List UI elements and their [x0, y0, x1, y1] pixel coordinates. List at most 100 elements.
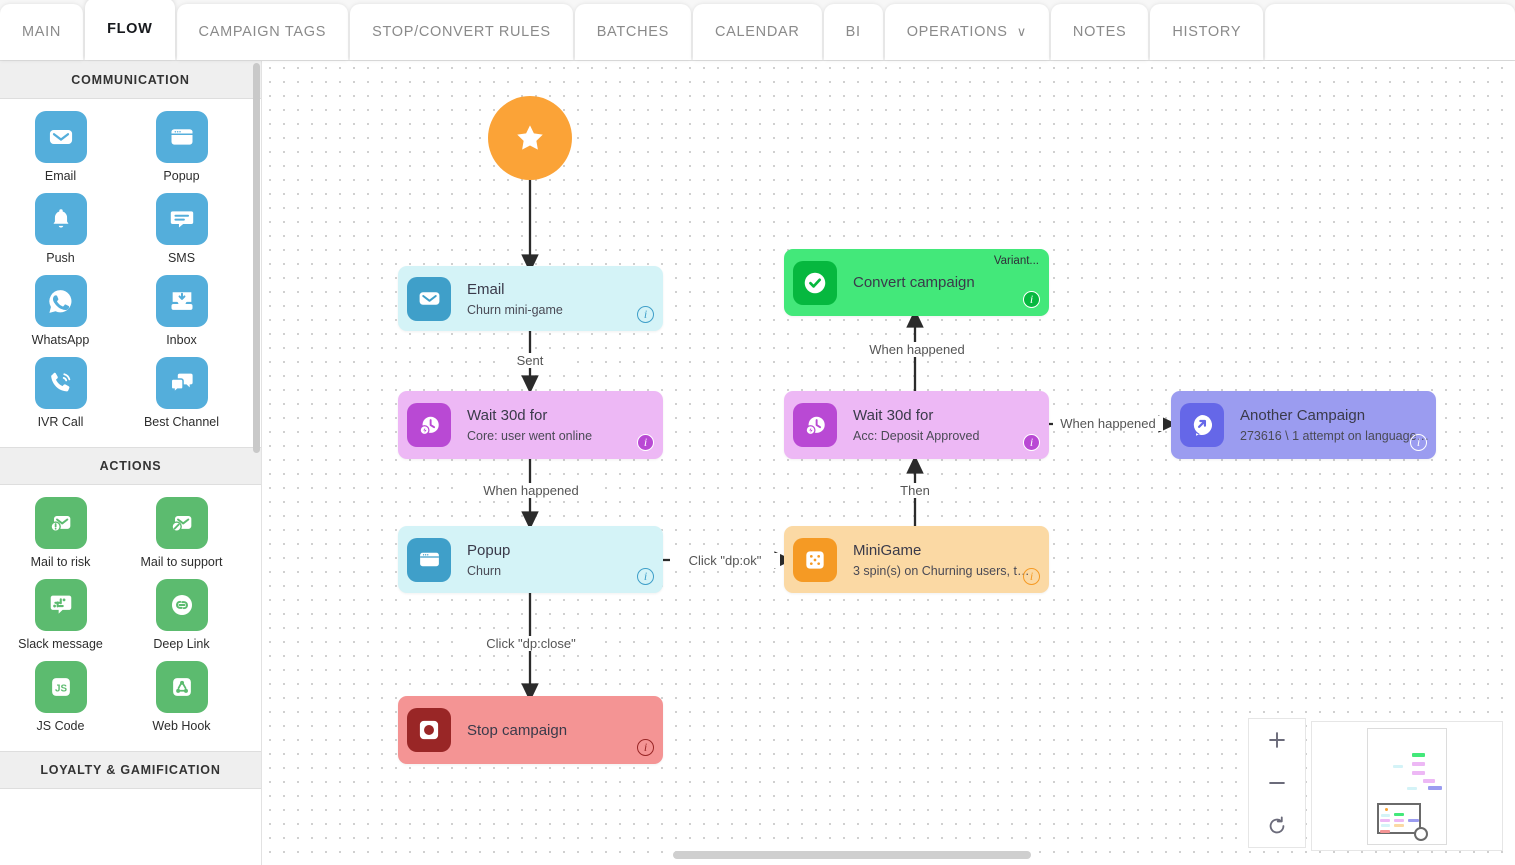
minimap-node: [1408, 818, 1419, 822]
edge-label-click-dp-close: Click "dp:close": [461, 636, 601, 651]
tab-label: HISTORY: [1172, 24, 1242, 40]
js-code-icon: JS: [34, 661, 87, 713]
sidebar-item-label: SMS: [167, 251, 196, 265]
flow-node-stop-campaign[interactable]: Stop campaign i: [398, 696, 663, 764]
tab-operations[interactable]: OPERATIONS ∨: [884, 4, 1049, 60]
bell-icon: [34, 193, 87, 245]
sidebar-item-label: Slack message: [18, 637, 103, 651]
sidebar-item-popup[interactable]: Popup: [121, 111, 242, 183]
minimap-node: [1412, 770, 1425, 775]
tab-label: BATCHES: [596, 24, 669, 40]
sidebar-item-label: Best Channel: [143, 415, 220, 429]
tab-label: CAMPAIGN TAGS: [198, 24, 327, 40]
info-icon[interactable]: i: [1023, 291, 1040, 308]
info-icon[interactable]: i: [1410, 434, 1427, 451]
flow-node-text: Stop campaign: [467, 722, 663, 739]
sidebar-section-actions-header: ACTIONS: [0, 447, 261, 485]
minimap[interactable]: [1311, 721, 1503, 851]
minimap-node: [1381, 823, 1390, 827]
sidebar-item-js-code[interactable]: JS JS Code: [0, 661, 121, 733]
sidebar-item-label: Mail to support: [140, 555, 223, 569]
flow-node-subtitle: 3 spin(s) on Churning users, t…: [853, 563, 1030, 578]
sidebar-item-label: WhatsApp: [31, 333, 90, 347]
minimap-viewport[interactable]: [1377, 802, 1421, 834]
tab-calendar[interactable]: CALENDAR: [693, 4, 822, 60]
flow-canvas[interactable]: Email Churn mini-game i Wait 30d for Cor…: [263, 61, 1515, 865]
sidebar-item-deep-link[interactable]: Deep Link: [121, 579, 242, 651]
sidebar-section-loyalty-header: LOYALTY & GAMIFICATION: [0, 751, 261, 789]
tab-main[interactable]: MAIN: [0, 4, 84, 60]
info-icon[interactable]: i: [1023, 434, 1040, 451]
tab-history[interactable]: HISTORY: [1150, 4, 1264, 60]
minimap-node: [1412, 761, 1425, 766]
clock-bolt-icon: [407, 403, 451, 447]
mail-support-icon: [155, 497, 208, 549]
tab-label: MAIN: [22, 24, 62, 40]
tab-label: FLOW: [107, 21, 153, 37]
sidebar-item-push[interactable]: Push: [0, 193, 121, 265]
sidebar-scrollbar-thumb[interactable]: [253, 63, 260, 453]
edge-label-then: Then: [885, 483, 945, 498]
sidebar-item-label: Push: [46, 251, 75, 265]
flow-node-title: Another Campaign: [1240, 407, 1366, 424]
reset-view-button[interactable]: [1249, 804, 1305, 847]
info-icon[interactable]: i: [637, 306, 654, 323]
sidebar-section-communication-grid: Email Popup Push SMS WhatsApp: [0, 99, 261, 447]
sidebar-item-mail-to-support[interactable]: Mail to support: [121, 497, 242, 569]
flow-node-title: MiniGame: [853, 541, 922, 559]
check-circle-icon: [793, 260, 837, 305]
sidebar-item-best-channel[interactable]: Best Channel: [121, 357, 242, 429]
flow-node-text: MiniGame 3 spin(s) on Churning users, t…: [853, 542, 1049, 578]
flow-node-email[interactable]: Email Churn mini-game i: [398, 266, 663, 331]
info-icon[interactable]: i: [1023, 568, 1040, 585]
sidebar-item-web-hook[interactable]: Web Hook: [121, 661, 242, 733]
sidebar-item-email[interactable]: Email: [0, 111, 121, 183]
sidebar-item-slack-message[interactable]: Slack message: [0, 579, 121, 651]
canvas-horizontal-scrollbar[interactable]: [673, 851, 1031, 859]
zoom-controls: [1248, 718, 1306, 848]
flow-node-wait-deposit[interactable]: Wait 30d for Acc: Deposit Approved i: [784, 391, 1049, 459]
stop-circle-icon: [407, 708, 451, 752]
chevron-down-icon: ∨: [1016, 24, 1027, 39]
tab-batches[interactable]: BATCHES: [574, 4, 691, 60]
minimap-resize-handle[interactable]: [1414, 826, 1428, 841]
flow-node-minigame[interactable]: MiniGame 3 spin(s) on Churning users, t……: [784, 526, 1049, 593]
tab-bi[interactable]: BI: [823, 4, 883, 60]
sidebar-item-inbox[interactable]: Inbox: [121, 275, 242, 347]
flow-node-title: Email: [467, 280, 505, 298]
tab-notes[interactable]: NOTES: [1050, 4, 1149, 60]
zoom-out-button[interactable]: [1249, 762, 1305, 805]
sidebar-item-sms[interactable]: SMS: [121, 193, 242, 265]
tab-label: NOTES: [1072, 24, 1127, 40]
flow-node-subtitle: Acc: Deposit Approved: [853, 429, 980, 443]
sidebar-item-whatsapp[interactable]: WhatsApp: [0, 275, 121, 347]
tab-campaign-tags[interactable]: CAMPAIGN TAGS: [176, 4, 349, 60]
phone-call-icon: [34, 357, 87, 409]
sidebar-item-mail-to-risk[interactable]: Mail to risk: [0, 497, 121, 569]
flow-start-node[interactable]: [488, 96, 572, 180]
flow-node-convert-campaign[interactable]: Convert campaign Variant... i: [784, 249, 1049, 316]
sidebar-item-ivr-call[interactable]: IVR Call: [0, 357, 121, 429]
minimap-node: [1381, 813, 1390, 817]
browser-window-icon: [407, 537, 451, 582]
deep-link-icon: [155, 579, 208, 631]
info-icon[interactable]: i: [637, 434, 654, 451]
svg-text:JS: JS: [55, 683, 67, 694]
tab-label: OPERATIONS: [906, 24, 1008, 40]
webhook-icon: [155, 661, 208, 713]
flow-node-another-campaign[interactable]: Another Campaign 273616 \ 1 attempt on l…: [1171, 391, 1436, 459]
flow-node-title: Stop campaign: [467, 721, 568, 739]
flow-node-text: Email Churn mini-game: [467, 281, 663, 317]
minimap-node: [1380, 829, 1390, 833]
star-icon: [517, 125, 543, 150]
info-icon[interactable]: i: [637, 739, 654, 756]
minimap-node: [1394, 823, 1404, 827]
tab-flow[interactable]: FLOW: [85, 0, 175, 60]
zoom-in-button[interactable]: [1249, 719, 1305, 762]
sidebar-section-communication-header: COMMUNICATION: [0, 61, 261, 99]
multi-chat-icon: [155, 357, 208, 409]
tab-stop-convert-rules[interactable]: STOP/CONVERT RULES: [350, 4, 573, 60]
info-icon[interactable]: i: [637, 568, 654, 585]
flow-node-wait-core[interactable]: Wait 30d for Core: user went online i: [398, 391, 663, 459]
flow-node-popup[interactable]: Popup Churn i: [398, 526, 663, 593]
